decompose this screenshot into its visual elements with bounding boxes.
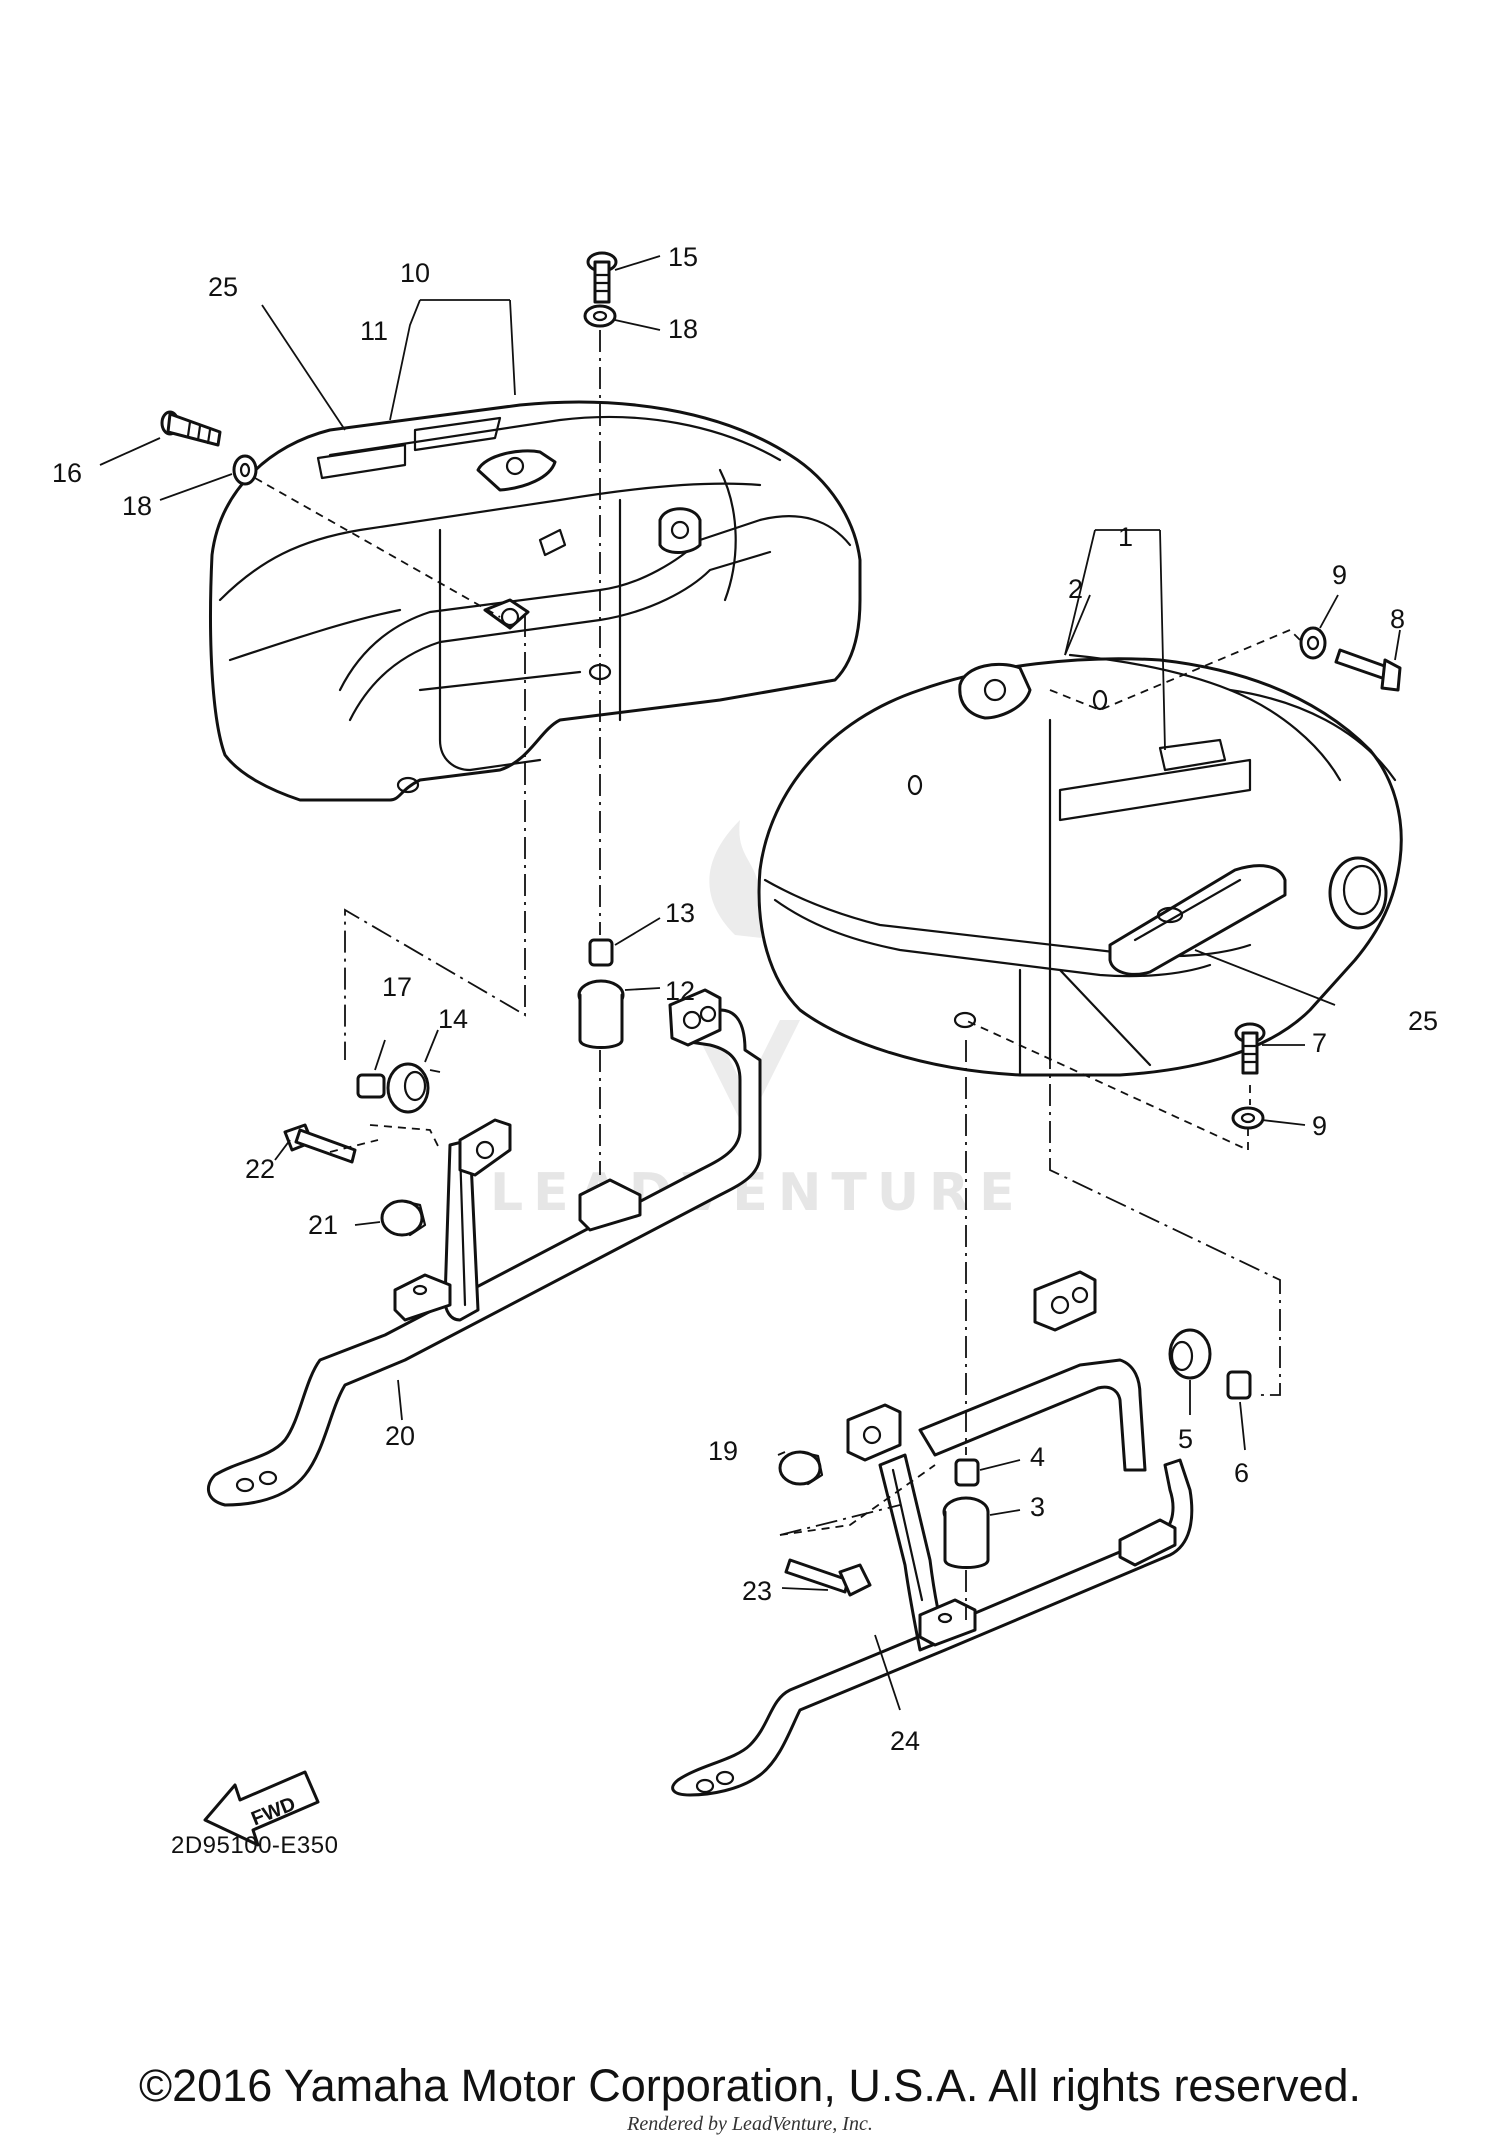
callout-19: 24	[890, 1726, 920, 1756]
assembly-lines	[254, 330, 1301, 1620]
right-saddlebag	[757, 653, 1403, 1077]
watermark-text: LEADVENTURE	[490, 1163, 1025, 1223]
callout-2: 2	[1068, 574, 1083, 604]
small-parts	[160, 251, 1402, 1597]
callout-17: 16	[52, 458, 82, 488]
callout-25-right: 25	[1408, 1006, 1438, 1036]
callout-11: 11	[360, 316, 388, 346]
callout-24: 22	[245, 1154, 275, 1184]
callout-9-top: 9	[1332, 560, 1347, 590]
callout-8: 8	[1390, 604, 1405, 634]
callout-9-bottom: 9	[1312, 1111, 1327, 1141]
callout-10: 10	[400, 258, 430, 288]
callout-18-top: 18	[668, 314, 698, 344]
callout-25-left: 25	[208, 272, 238, 302]
callout-4: 4	[1030, 1442, 1045, 1472]
callout-22: 20	[385, 1421, 415, 1451]
callout-1: 1	[1118, 522, 1133, 552]
callout-3: 3	[1030, 1492, 1045, 1522]
rendered-by-credit: Rendered by LeadVenture, Inc.	[627, 2113, 873, 2135]
right-stay	[671, 1270, 1194, 1797]
callout-labels: 10 11 25 15 18 16 18 1 2 9 8 13 12 17 14…	[52, 242, 1438, 1756]
copyright-notice: ©2016 Yamaha Motor Corporation, U.S.A. A…	[138, 2060, 1362, 2111]
callout-6: 6	[1234, 1458, 1249, 1488]
fwd-arrow: FWD	[203, 1770, 320, 1847]
left-stay	[206, 988, 762, 1507]
callout-5: 5	[1178, 1424, 1193, 1454]
callout-21: 23	[742, 1576, 772, 1606]
diagram-code: 2D95100-E350	[171, 1832, 339, 1859]
left-saddlebag	[209, 400, 862, 802]
callout-16: 15	[668, 242, 698, 272]
callout-14: 14	[438, 1004, 468, 1034]
leader-lines	[99, 255, 1401, 1711]
callout-23: 21	[308, 1210, 338, 1240]
callout-12: 12	[665, 976, 695, 1006]
callout-20: 19	[708, 1436, 738, 1466]
callout-15: 17	[382, 972, 412, 1002]
callout-7: 7	[1312, 1028, 1327, 1058]
callout-18-left: 18	[122, 491, 152, 521]
callout-13: 13	[665, 898, 695, 928]
